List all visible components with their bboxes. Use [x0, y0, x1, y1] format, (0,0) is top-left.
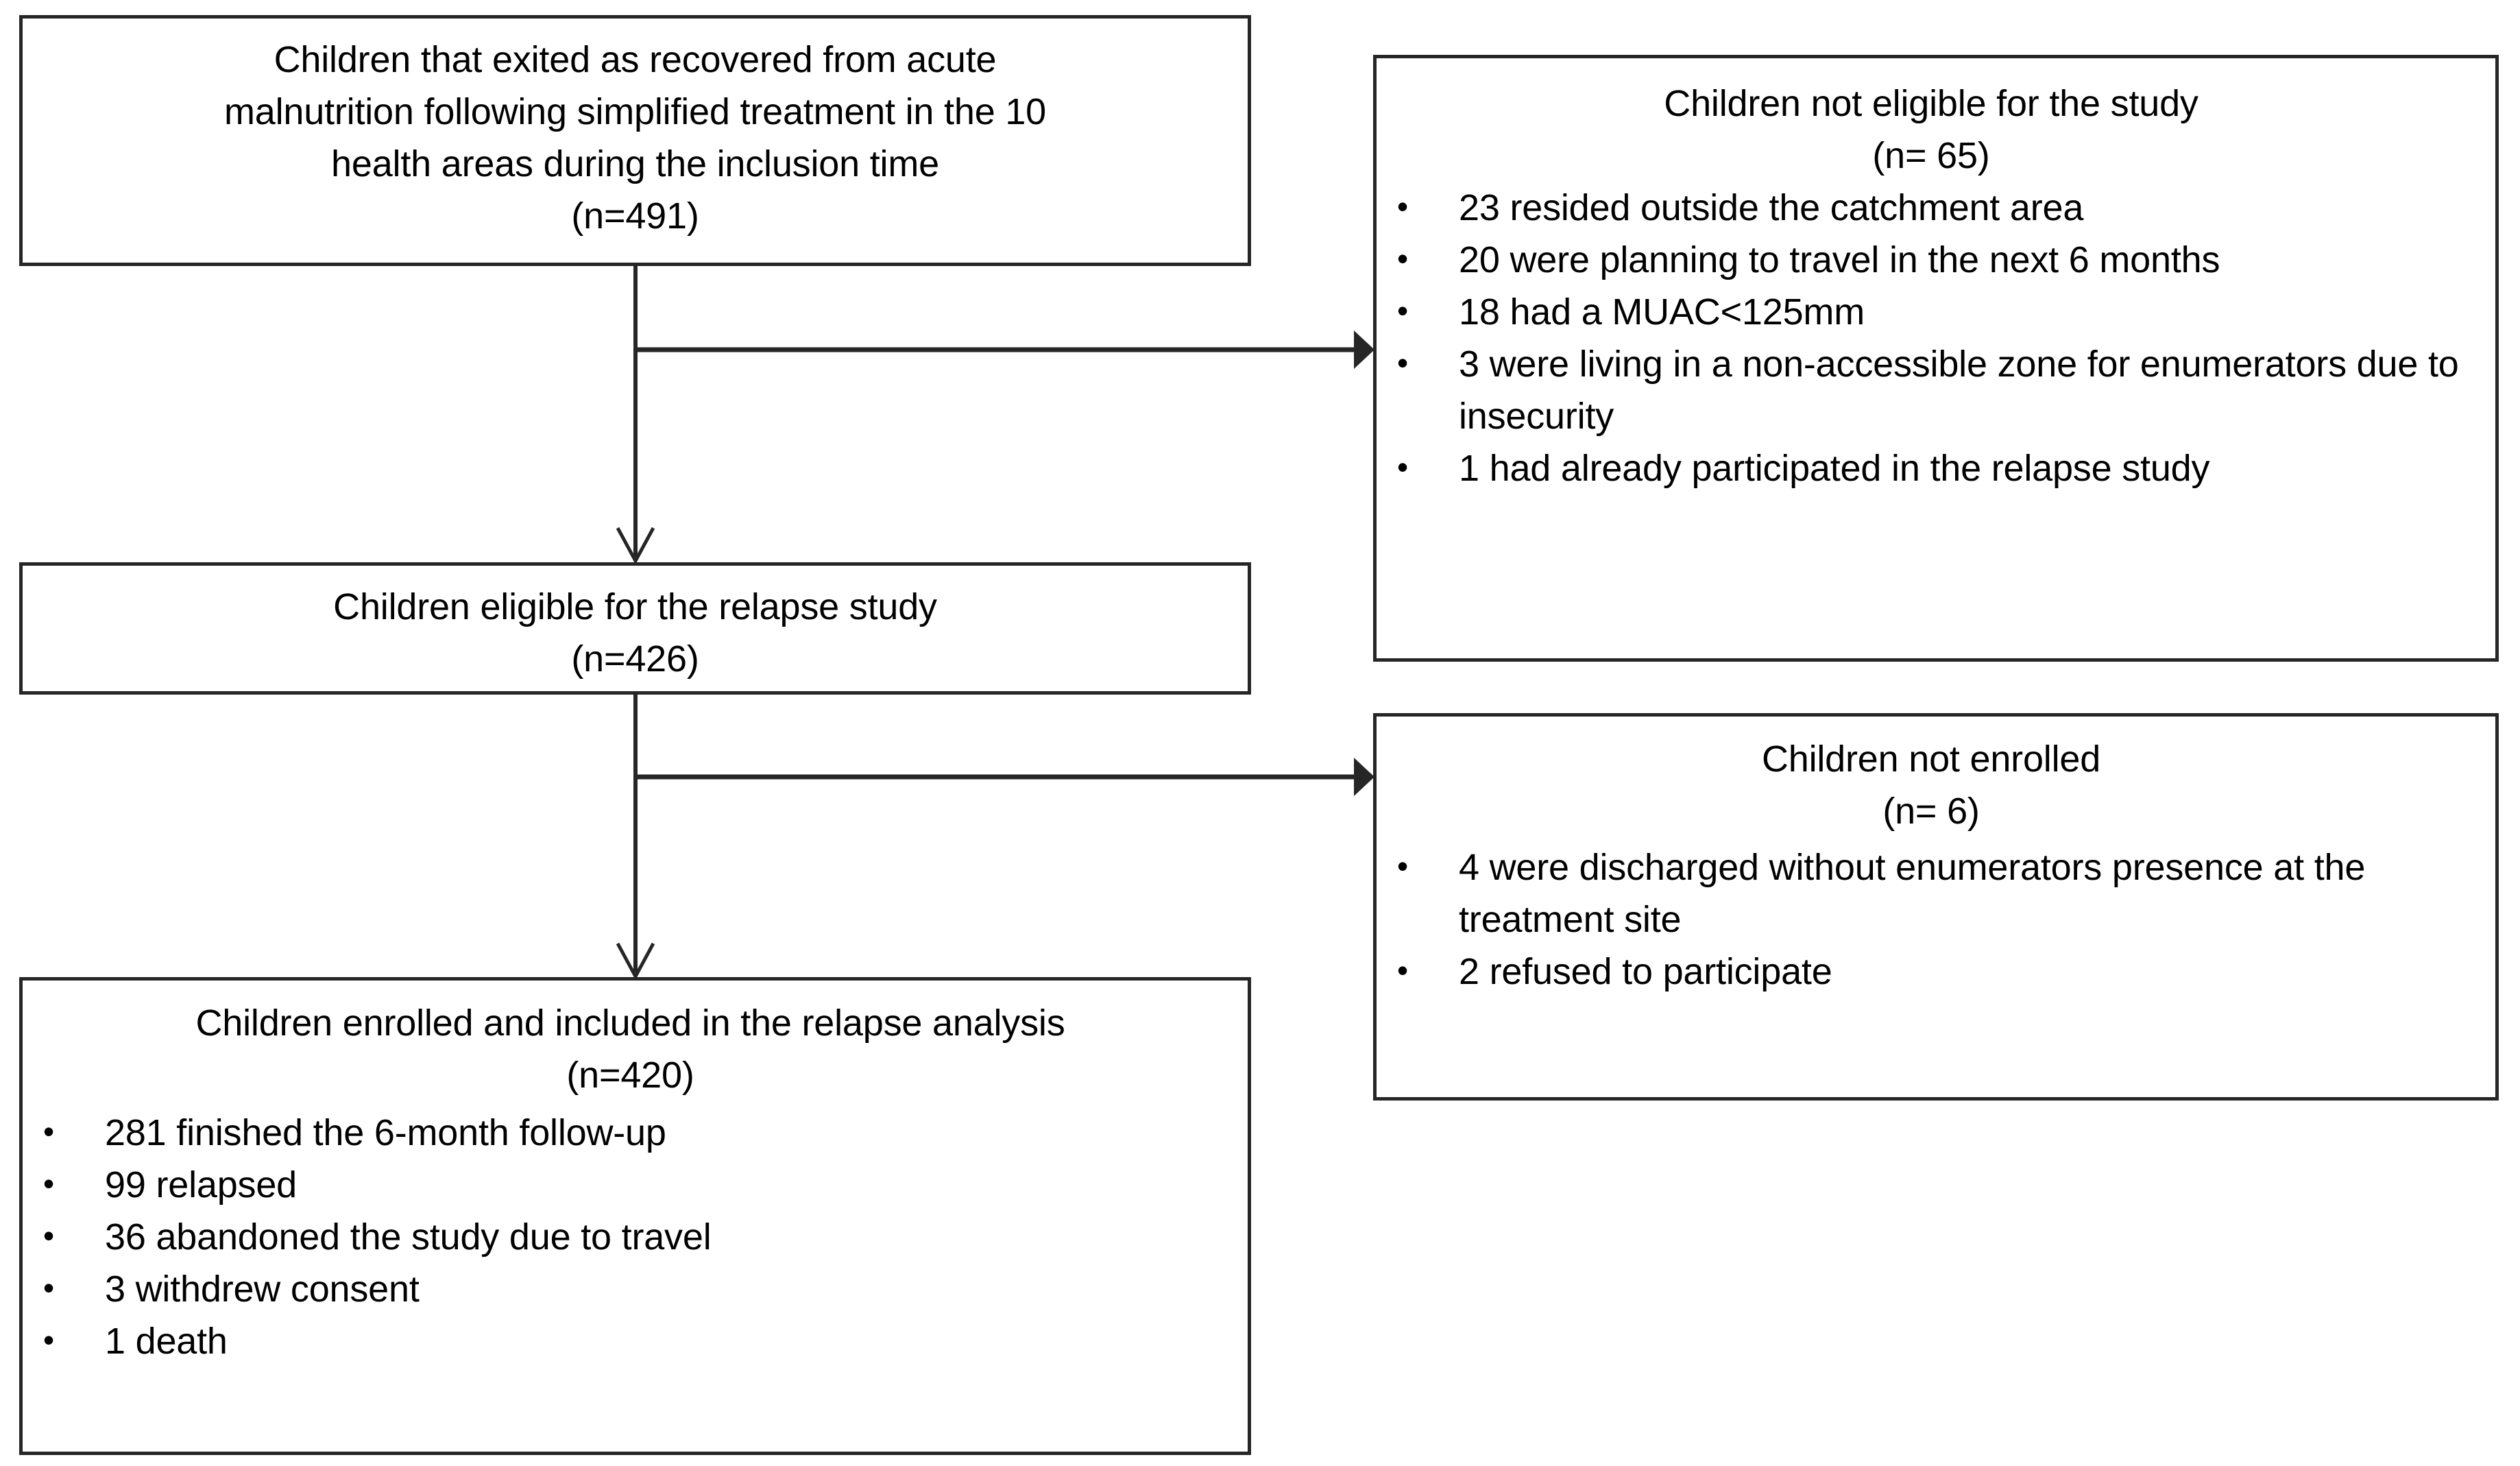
list-item: 1 had already participated in the relaps… — [1385, 441, 2477, 494]
node-screened-line-1: Children that exited as recovered from a… — [274, 39, 997, 80]
list-item: 18 had a MUAC<125mm — [1385, 285, 2477, 338]
list-item: 281 finished the 6-month follow-up — [31, 1105, 1230, 1159]
list-item: 3 withdrew consent — [31, 1262, 1230, 1315]
node-not-enrolled: Children not enrolled (n= 6) 4 were disc… — [1373, 713, 2499, 1101]
connector-eligible-to-enrolled — [616, 695, 655, 981]
node-screened-line-3: health areas during the inclusion time — [331, 143, 939, 184]
connector-screened-to-eligible — [616, 266, 655, 565]
list-item: 23 resided outside the catchment area — [1385, 180, 2477, 234]
list-item: 20 were planning to travel in the next 6… — [1385, 232, 2477, 286]
node-not-enrolled-title: Children not enrolled — [1761, 738, 2101, 780]
list-item: 3 were living in a non-accessible zone f… — [1385, 337, 2477, 442]
node-screened: Children that exited as recovered from a… — [19, 15, 1251, 266]
not-eligible-reason-list: 23 resided outside the catchment area 20… — [1385, 180, 2477, 494]
connector-eligible-to-not-enrolled — [635, 758, 1374, 796]
node-eligible-count: (n=426) — [571, 638, 699, 680]
list-item: 2 refused to participate — [1385, 944, 2477, 998]
node-not-enrolled-count: (n= 6) — [1882, 791, 1980, 832]
node-eligible: Children eligible for the relapse study … — [19, 562, 1251, 695]
node-eligible-line-1: Children eligible for the relapse study — [333, 586, 937, 627]
node-not-eligible-title: Children not eligible for the study — [1664, 83, 2198, 124]
node-not-eligible-count: (n= 65) — [1872, 135, 1990, 176]
list-item: 4 were discharged without enumerators pr… — [1385, 840, 2477, 946]
not-enrolled-reason-list: 4 were discharged without enumerators pr… — [1385, 840, 2477, 998]
list-item: 99 relapsed — [31, 1157, 1230, 1211]
connector-screened-to-not-eligible — [635, 331, 1374, 369]
node-enrolled-count: (n=420) — [566, 1055, 694, 1096]
list-item: 36 abandoned the study due to travel — [31, 1210, 1230, 1263]
node-not-eligible: Children not eligible for the study (n= … — [1373, 55, 2499, 662]
list-item: 1 death — [31, 1314, 1230, 1367]
node-screened-line-2: malnutrition following simplified treatm… — [224, 91, 1046, 132]
node-enrolled-title: Children enrolled and included in the re… — [195, 1002, 1065, 1044]
node-enrolled: Children enrolled and included in the re… — [19, 977, 1251, 1455]
enrolled-outcome-list: 281 finished the 6-month follow-up 99 re… — [31, 1105, 1230, 1367]
node-screened-count: (n=491) — [571, 195, 699, 237]
